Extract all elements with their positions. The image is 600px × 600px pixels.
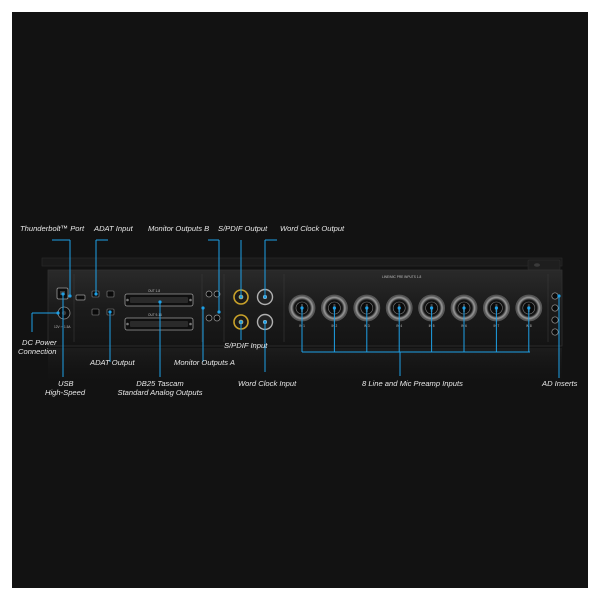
label-db25-line1: DB25 Tascam	[136, 379, 184, 388]
label-db25-line2: Standard Analog Outputs	[117, 388, 203, 397]
preamp-callout-dot	[462, 306, 466, 310]
monitor-output-jacks	[205, 290, 221, 322]
label-word-clock-input: Word Clock Input	[238, 379, 297, 388]
label-preamp-inputs: 8 Line and Mic Preamp Inputs	[362, 379, 463, 388]
label-dc-power-line2: Connection	[18, 347, 57, 356]
label-dc-power-line1: DC Power	[22, 338, 57, 347]
chassis-reflection	[48, 348, 562, 388]
ad-insert-jacks	[551, 292, 559, 336]
panel-text-preamp-header: LINE/MIC PRE INPUTS 1-8	[382, 275, 422, 279]
panel-text-out-1-8: OUT 1-8	[148, 289, 160, 293]
db25-connector-1	[124, 293, 194, 307]
rack-ear-hole	[534, 263, 540, 267]
preamp-callout-dot	[300, 306, 304, 310]
label-monitor-outputs-a: Monitor Outputs A	[174, 358, 235, 367]
label-adat-output: ADAT Output	[90, 358, 135, 367]
preamp-callout-dot	[332, 306, 336, 310]
label-word-clock-output: Word Clock Output	[280, 224, 345, 233]
db25-connector-2	[124, 317, 194, 331]
label-monitor-outputs-b: Monitor Outputs B	[148, 224, 210, 233]
label-usb-line1: USB	[58, 379, 74, 388]
preamp-callout-dot	[494, 306, 498, 310]
label-adat-input: ADAT Input	[94, 224, 133, 233]
rack-top-lip	[41, 257, 563, 267]
label-thunderbolt-port: Thunderbolt™ Port	[20, 224, 85, 233]
panel-text-out-9-16: OUT 9-16	[148, 313, 162, 317]
preamp-callout-dot	[365, 306, 369, 310]
preamp-callout-dot	[397, 306, 401, 310]
label-ad-inserts: AD Inserts	[542, 379, 578, 388]
section-dividers	[73, 274, 549, 342]
thunderbolt-port	[75, 294, 86, 301]
label-spdif-input: S/PDIF Input	[224, 341, 268, 350]
label-usb-line2: High-Speed	[45, 388, 86, 397]
preamp-callout-dot	[527, 306, 531, 310]
callout-lines	[31, 239, 561, 378]
preamp-callout-dot	[430, 306, 434, 310]
label-spdif-output: S/PDIF Output	[218, 224, 268, 233]
